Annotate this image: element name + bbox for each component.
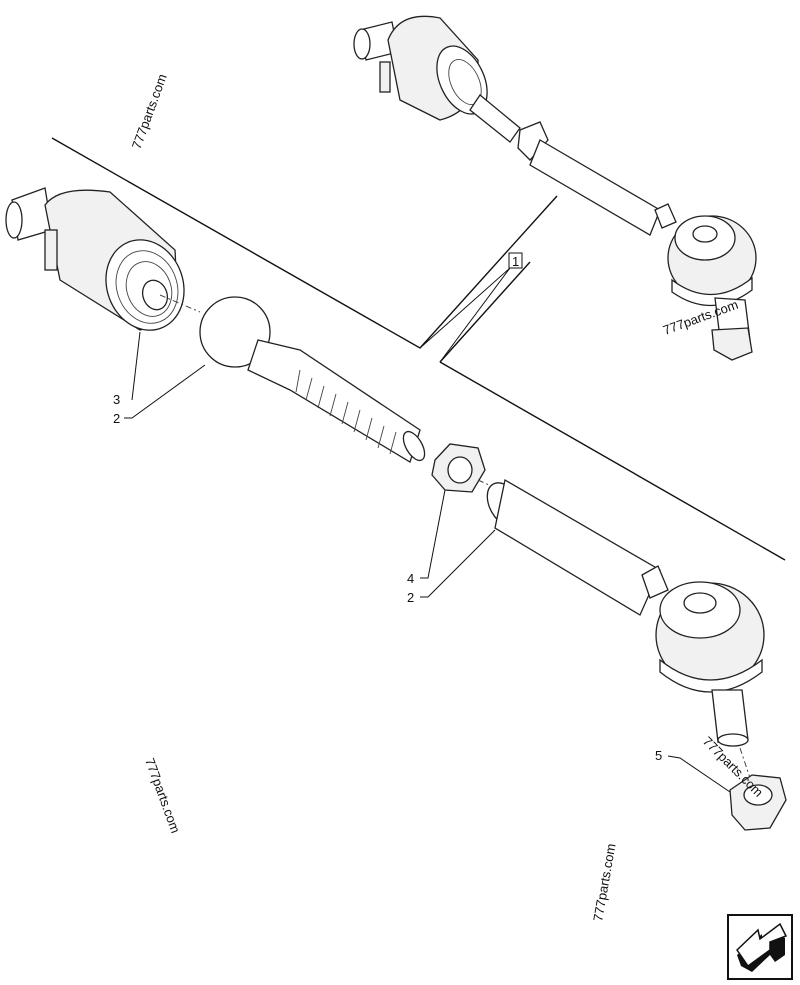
part-3-socket-housing — [5, 187, 185, 331]
leader-lines — [124, 267, 731, 793]
watermark: 777parts.com — [142, 756, 183, 835]
callout-2b[interactable]: 2 — [407, 590, 414, 605]
next-page-arrow-icon[interactable] — [727, 914, 793, 980]
watermark: 777parts.com — [590, 842, 618, 922]
assembled-tie-rod — [353, 15, 757, 361]
callout-3[interactable]: 3 — [113, 392, 120, 407]
callout-2a[interactable]: 2 — [113, 411, 120, 426]
callout-1[interactable]: 1 — [512, 254, 519, 269]
callout-1-box — [508, 252, 523, 269]
part-2-inner-rod — [199, 296, 426, 463]
callout-5[interactable]: 5 — [655, 748, 662, 763]
watermark: 777parts.com — [129, 72, 170, 151]
axis-line-2 — [477, 479, 501, 491]
part-5-nut — [729, 774, 787, 831]
assembly-outline-lower — [439, 261, 786, 561]
callout-4[interactable]: 4 — [407, 571, 414, 586]
part-2-outer-tie-rod-end — [486, 478, 765, 747]
axis-line-3 — [739, 747, 751, 779]
part-4-jam-nut — [431, 443, 486, 493]
